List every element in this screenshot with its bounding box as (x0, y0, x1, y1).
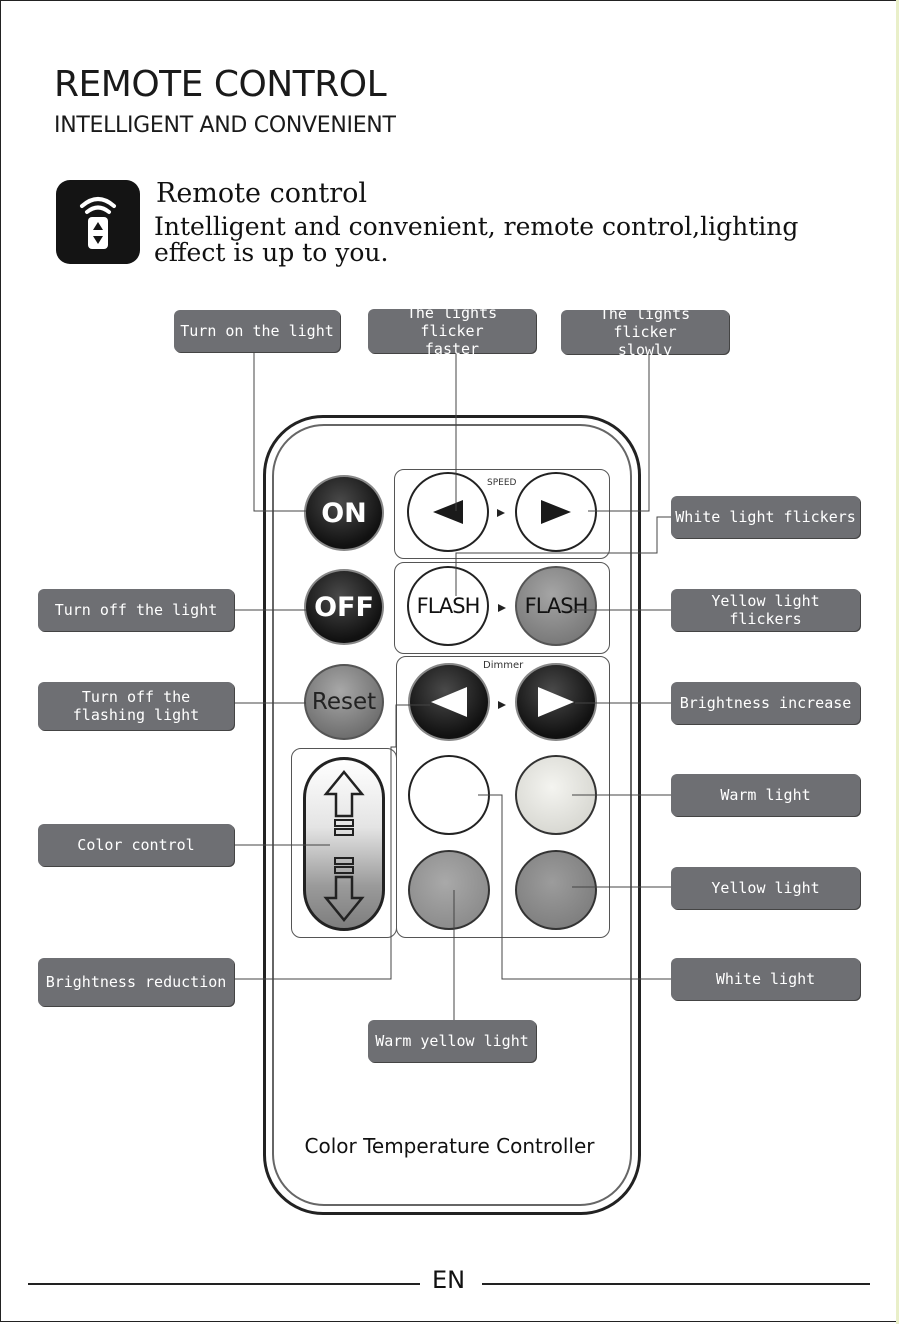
speed-caption: SPEED (487, 478, 517, 488)
footer-rule-right (482, 1283, 870, 1285)
page-subtitle: INTELLIGENT AND CONVENIENT (54, 113, 396, 138)
warm-light-button[interactable] (515, 755, 597, 835)
speed-arrow-icon (497, 509, 505, 517)
brightness-up-button[interactable] (515, 663, 597, 741)
speed-up-button[interactable] (515, 472, 597, 552)
right-triangle-icon (538, 687, 574, 717)
remote-model-text: Color Temperature Controller (304, 1134, 595, 1158)
label-turn-on: Turn on the light (174, 310, 340, 352)
remote-signal-icon (56, 180, 140, 264)
reset-button-label: Reset (311, 689, 377, 715)
label-white-light: White light (671, 958, 860, 1000)
reset-button[interactable]: Reset (304, 664, 384, 740)
left-triangle-icon (431, 687, 467, 717)
label-white-flickers: White light flickers (671, 496, 860, 538)
intro-text: Intelligent and convenient, remote contr… (154, 212, 799, 267)
brightness-down-button[interactable] (408, 663, 490, 741)
label-yellow-light: Yellow light (671, 867, 860, 909)
off-button[interactable]: OFF (304, 569, 384, 645)
off-button-label: OFF (314, 591, 374, 623)
page-title: REMOTE CONTROL (54, 64, 387, 105)
label-color-control: Color control (38, 824, 234, 866)
label-warm-light: Warm light (671, 774, 860, 816)
down-arrow-icon (323, 857, 365, 922)
right-triangle-icon (541, 500, 571, 524)
on-button[interactable]: ON (304, 475, 384, 551)
label-brightness-reduction: Brightness reduction (38, 958, 234, 1006)
language-code: EN (432, 1266, 466, 1294)
on-button-label: ON (321, 497, 367, 529)
footer-rule-left (28, 1283, 420, 1285)
warm-yellow-light-button[interactable] (408, 850, 490, 930)
color-control-rocker[interactable] (303, 757, 385, 931)
left-triangle-icon (433, 500, 463, 524)
label-warm-yellow: Warm yellow light (368, 1020, 536, 1062)
yellow-flash-button[interactable]: FLASH (515, 566, 597, 646)
label-brightness-increase: Brightness increase (671, 682, 860, 724)
label-flicker-slowly: The lights flicker slowly (561, 305, 729, 359)
yellow-light-button[interactable] (515, 850, 597, 930)
speed-down-button[interactable] (407, 472, 489, 552)
intro-heading: Remote control (156, 178, 367, 209)
dimmer-caption: Dimmer (483, 660, 524, 671)
white-flash-button[interactable]: FLASH (407, 566, 489, 646)
white-light-button[interactable] (408, 755, 490, 835)
label-turn-off-flashing: Turn off the flashing light (38, 682, 234, 730)
white-flash-label: FLASH (416, 594, 481, 618)
label-turn-off: Turn off the light (38, 589, 234, 631)
dimmer-arrow-icon (498, 701, 506, 709)
up-arrow-icon (323, 770, 365, 836)
label-flicker-faster: The lights flicker faster (368, 304, 536, 358)
yellow-flash-label: FLASH (524, 594, 589, 618)
edge-strip (896, 0, 899, 1324)
label-yellow-flickers: Yellow light flickers (671, 589, 860, 631)
flash-arrow-icon (498, 604, 506, 612)
